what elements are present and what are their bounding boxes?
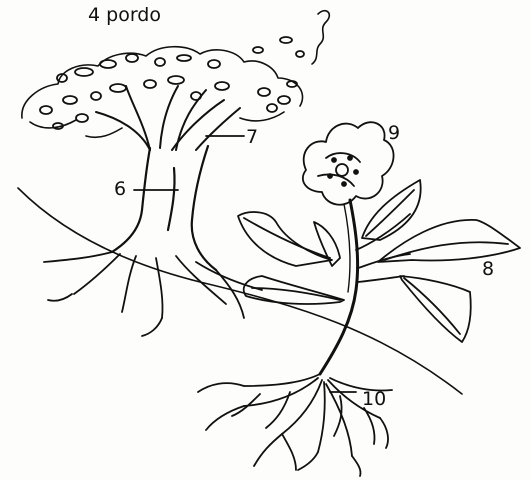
plant-stem	[320, 200, 358, 374]
flower-head	[303, 122, 394, 204]
ground-line	[18, 188, 462, 394]
canopy-leaves	[40, 37, 304, 129]
plant-stem-inner	[344, 204, 350, 292]
figure-title: 4 pordo	[88, 6, 161, 25]
petioles	[356, 214, 410, 282]
tree-drawing	[18, 11, 462, 394]
tree-trunk	[112, 146, 216, 270]
tree-branches	[96, 86, 240, 150]
plant-drawing	[198, 122, 520, 476]
label-flower: 9	[388, 124, 400, 143]
label-branch: 7	[246, 128, 258, 147]
tree-roots	[44, 252, 262, 336]
canopy-squiggle	[312, 11, 329, 64]
tree-canopy	[22, 47, 303, 138]
label-roots: 10	[362, 390, 386, 409]
label-leaf: 8	[482, 260, 494, 279]
label-trunk: 6	[114, 180, 126, 199]
